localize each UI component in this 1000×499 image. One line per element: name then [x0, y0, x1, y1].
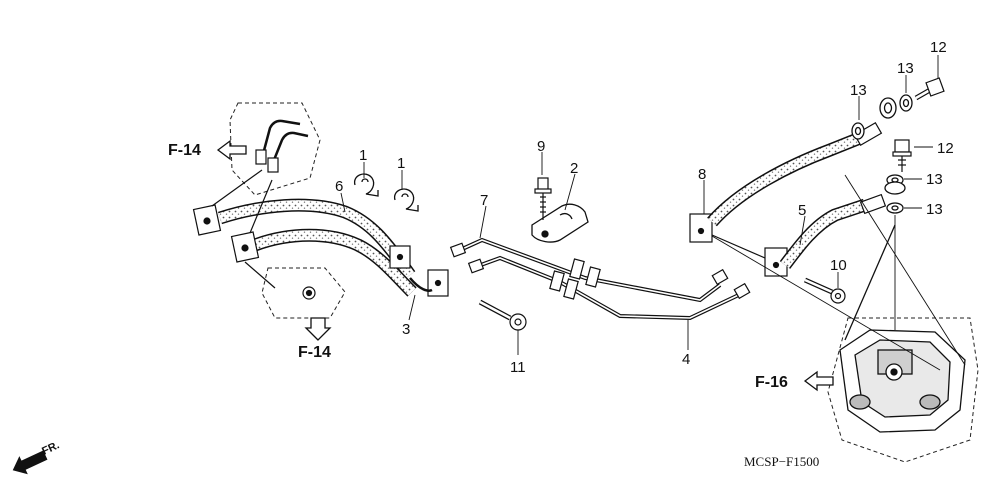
callout-12: 12	[930, 39, 947, 56]
front-direction-arrow	[12, 450, 48, 475]
callout-13: 13	[926, 171, 943, 188]
brake-hose-6	[192, 169, 417, 300]
callout-2: 2	[570, 160, 578, 177]
reference-f14-lower: F-14	[298, 344, 331, 361]
callout-3: 3	[402, 321, 410, 338]
callout-12: 12	[937, 140, 954, 157]
reference-f16: F-16	[755, 374, 788, 391]
callout-labels: 1 1 2 3 4 5 6 7 8 9 10 11 12 12 13 13 13…	[335, 39, 954, 376]
callout-1: 1	[359, 147, 367, 164]
arrow-left-icon	[216, 139, 247, 161]
pipe-clamp-2	[531, 203, 589, 243]
banjo-bolts-12	[892, 77, 945, 172]
arrow-down-icon	[304, 317, 332, 341]
lower-bolt-dashed-box	[261, 267, 346, 319]
leader-lines	[340, 55, 966, 371]
ref-arrows	[216, 139, 834, 392]
callout-7: 7	[480, 192, 488, 209]
callout-5: 5	[798, 202, 806, 219]
callout-13: 13	[850, 82, 867, 99]
bolt-11	[478, 299, 527, 331]
hose-clamp-1	[353, 173, 419, 212]
upper-pipe-fittings	[255, 119, 309, 173]
callout-10: 10	[830, 257, 847, 274]
upper-connection-dashed-box	[229, 102, 321, 196]
caliper-dashed-box	[827, 317, 979, 463]
part-code: MCSP−F1500	[744, 454, 819, 469]
callout-9: 9	[537, 138, 545, 155]
pipe-fittings	[449, 242, 751, 300]
bolt-10	[803, 277, 846, 304]
joint-block-8	[689, 213, 788, 277]
joint-block-3	[389, 245, 449, 297]
callout-13: 13	[926, 201, 943, 218]
callout-1: 1	[397, 155, 405, 172]
arrow-left-icon	[803, 370, 834, 392]
callout-6: 6	[335, 178, 343, 195]
arrow-icon	[12, 450, 48, 475]
front-label: FR.	[40, 439, 61, 457]
reference-f14-upper: F-14	[168, 142, 201, 159]
callout-13: 13	[897, 60, 914, 77]
brake-pipes	[459, 237, 746, 321]
brake-hose-upper-right	[707, 121, 883, 227]
callout-8: 8	[698, 166, 706, 183]
callout-4: 4	[682, 351, 690, 368]
bolt-9	[534, 177, 552, 220]
brake-caliper	[839, 224, 966, 433]
sealing-washers-13	[851, 94, 913, 214]
callout-11: 11	[510, 359, 526, 376]
